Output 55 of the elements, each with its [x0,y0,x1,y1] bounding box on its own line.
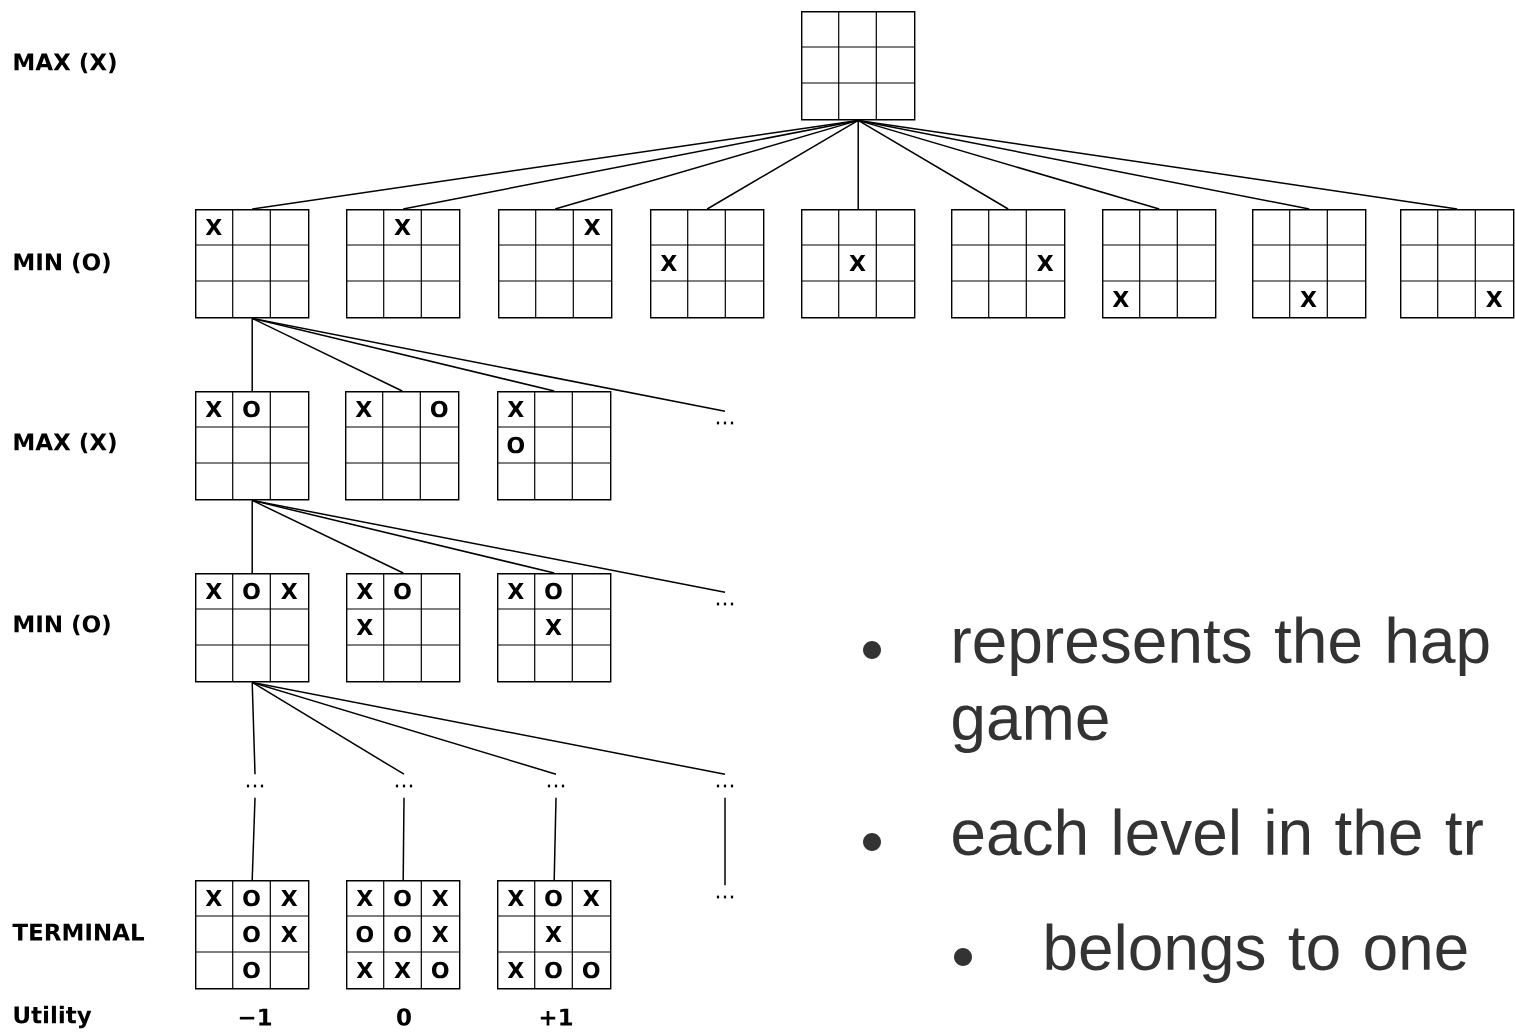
board-grid [800,10,916,121]
tree-edge [857,119,1458,210]
board-grid: X [800,208,916,319]
board-grid: X [1399,208,1515,319]
ellipsis: ... [395,784,413,788]
bullet-text: each level in the tr [953,808,1483,856]
tree-edge [402,797,405,881]
tree-edge [857,119,1160,210]
level-label: MAX (X) [14,432,116,454]
tree-edge [251,499,726,593]
tree-edge [251,681,557,775]
tree-edge [251,317,403,392]
tree-edge [251,797,256,881]
level-label: TERMINAL [12,923,145,941]
tree-edge [251,681,726,775]
tree-edge [251,681,256,775]
level-label: MIN (O) [14,252,110,274]
board-grid: X [1251,208,1367,319]
tree-edge [251,499,404,574]
board-grid: X [1101,208,1217,319]
tree-edge [251,681,405,775]
ellipsis: ... [547,784,565,788]
ellipsis: ... [716,784,734,788]
board-grid: X O X O O X X X O [345,879,461,990]
tree-edge [251,317,253,392]
tree-edge [724,797,726,886]
board-grid: X [497,208,613,319]
board-grid: X O [344,390,460,501]
board-grid: X O [194,390,310,501]
tree-edge [251,317,726,412]
tree-edge [554,119,859,210]
tree-edge [857,119,859,210]
level-label: MIN (O) [14,614,110,636]
level-label: Utility [14,1005,92,1029]
tree-edge [251,499,253,574]
board-grid: X O X X X O O [496,879,612,990]
board-grid: X [950,208,1066,319]
board-grid: X O [496,390,612,501]
level-label: MAX (X) [14,52,116,74]
tree-edge [706,119,859,210]
board-grid: X O X O X O [194,879,310,990]
ellipsis: ... [716,895,734,899]
ellipsis: ... [716,602,734,606]
tree-edge [553,797,557,881]
bullet-text: belongs to one [1046,923,1467,984]
board-grid: X [345,208,461,319]
board-grid: X O X [194,572,310,683]
board-grid: X [649,208,765,319]
ellipsis: ... [246,784,264,788]
board-grid: X O X [496,572,612,683]
ellipsis: ... [716,421,734,425]
board-grid: X [194,208,310,319]
tree-edge [857,119,1310,210]
board-grid: X O X [345,572,461,683]
tree-edge [857,119,1009,210]
